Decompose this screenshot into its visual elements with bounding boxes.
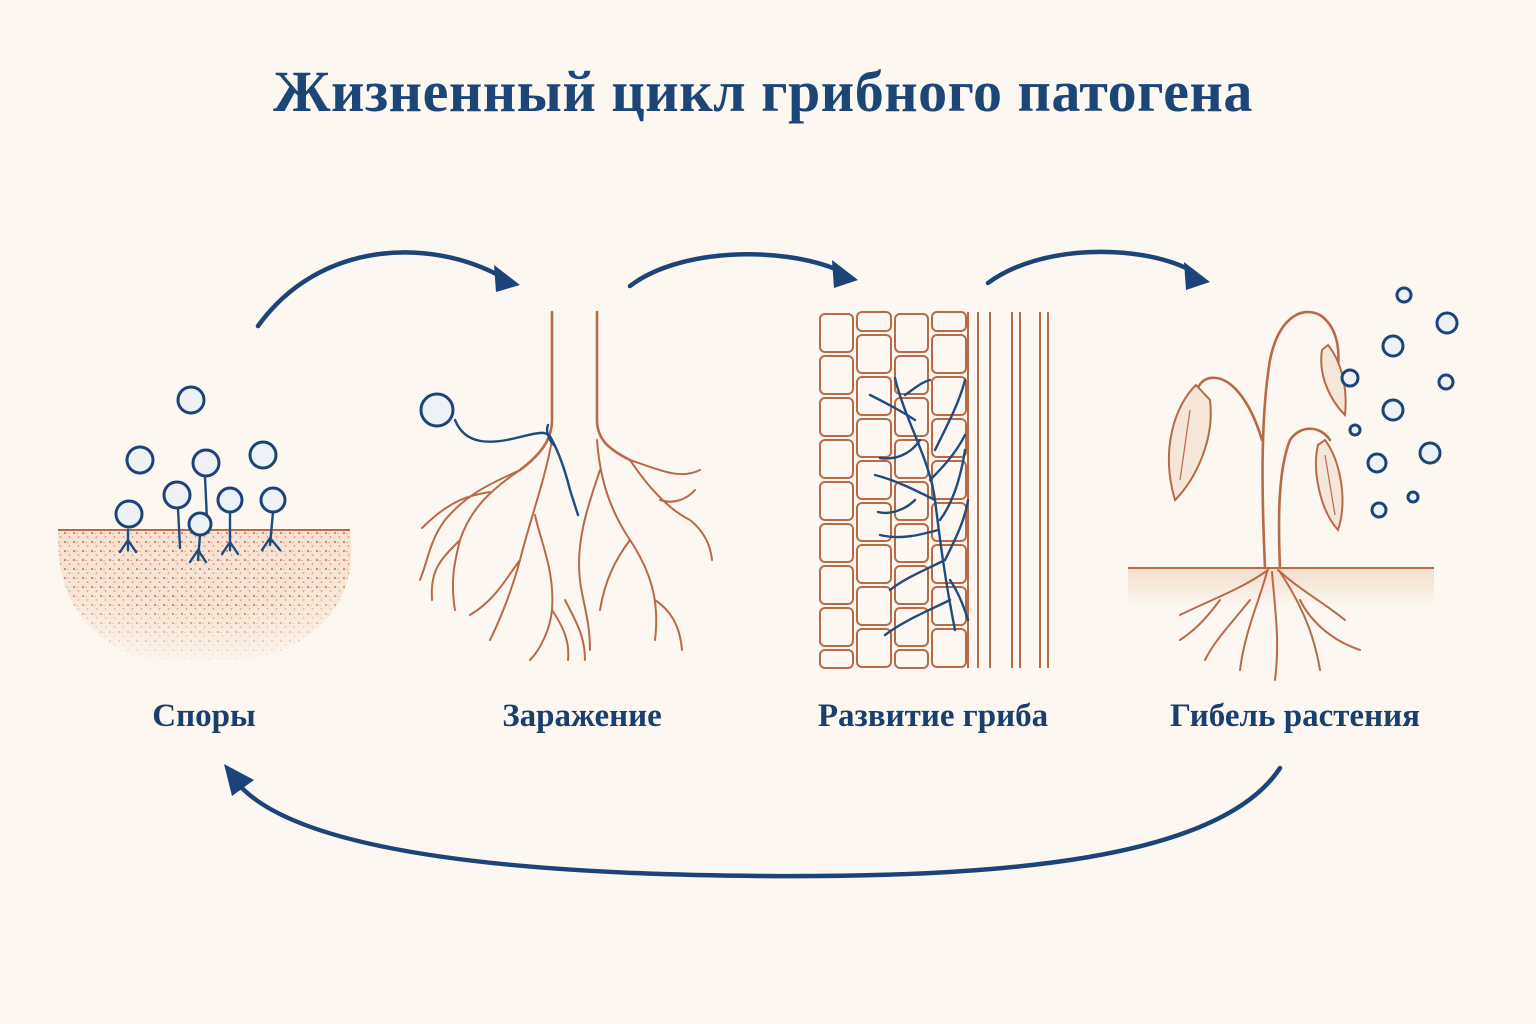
spore-icon	[1381, 334, 1405, 358]
plant-cell	[856, 418, 892, 458]
arrow-development-to-death	[985, 249, 1210, 290]
spore-icon	[191, 448, 221, 478]
plant-cell	[856, 311, 892, 332]
wilted-plant-illustration	[1128, 286, 1459, 681]
plant-cell	[819, 649, 854, 669]
mycelium-tissue-illustration	[818, 311, 1050, 669]
arrow-death-to-spores	[224, 764, 1283, 879]
plant-cell	[856, 628, 892, 668]
plant-cell	[819, 439, 854, 479]
diagram-title: Жизненный цикл грибного патогена	[273, 59, 1253, 124]
spore-icon	[1340, 368, 1360, 388]
spore-icon	[216, 486, 244, 514]
spore-icon	[1437, 373, 1455, 391]
plant-cell	[856, 502, 892, 542]
plant-cell	[856, 586, 892, 626]
spores-illustration	[57, 385, 352, 668]
spore-icon	[1348, 423, 1362, 437]
plant-cell	[931, 586, 967, 626]
plant-cell	[931, 311, 967, 332]
spore-icon	[248, 440, 278, 470]
spore-icon	[1370, 501, 1388, 519]
plant-cell	[894, 397, 929, 437]
plant-cell	[894, 481, 929, 521]
spore-icon	[114, 499, 144, 529]
plant-cell	[931, 628, 967, 668]
spore-icon	[1381, 398, 1405, 422]
plant-cell	[856, 376, 892, 416]
spore-icon	[1395, 286, 1413, 304]
spore-icon	[1406, 490, 1420, 504]
stage-label-development: Развитие гриба	[817, 698, 1049, 734]
plant-cell	[894, 439, 929, 479]
spore-icon	[1418, 441, 1442, 465]
stage-label-infection: Заражение	[502, 698, 662, 734]
plant-cell	[894, 649, 929, 669]
plant-cell	[894, 313, 929, 353]
plant-cell	[856, 334, 892, 374]
plant-cell	[819, 481, 854, 521]
plant-cell	[819, 565, 854, 605]
plant-cell	[819, 607, 854, 647]
plant-cell	[931, 334, 967, 374]
plant-cell	[931, 376, 967, 416]
spore-icon	[162, 480, 192, 510]
stage-label-plant-death: Гибель растения	[1170, 698, 1420, 734]
spore-icon	[419, 392, 455, 428]
arrow-infection-to-development	[627, 252, 858, 289]
plant-cell	[894, 355, 929, 395]
plant-cell	[856, 544, 892, 584]
stage-label-spores: Споры	[152, 698, 256, 734]
spore-icon	[187, 511, 213, 537]
spore-icon	[1366, 452, 1388, 474]
root-infection-illustration	[419, 310, 713, 661]
plant-cell	[819, 313, 854, 353]
plant-cell	[894, 523, 929, 563]
plant-cell	[819, 397, 854, 437]
spore-icon	[259, 486, 287, 514]
spore-icon	[176, 385, 206, 415]
spore-icon	[1435, 311, 1459, 335]
plant-cell	[819, 523, 854, 563]
plant-cell	[931, 544, 967, 584]
arrow-spores-to-infection	[255, 250, 520, 329]
plant-cell	[819, 355, 854, 395]
spore-icon	[125, 445, 155, 475]
